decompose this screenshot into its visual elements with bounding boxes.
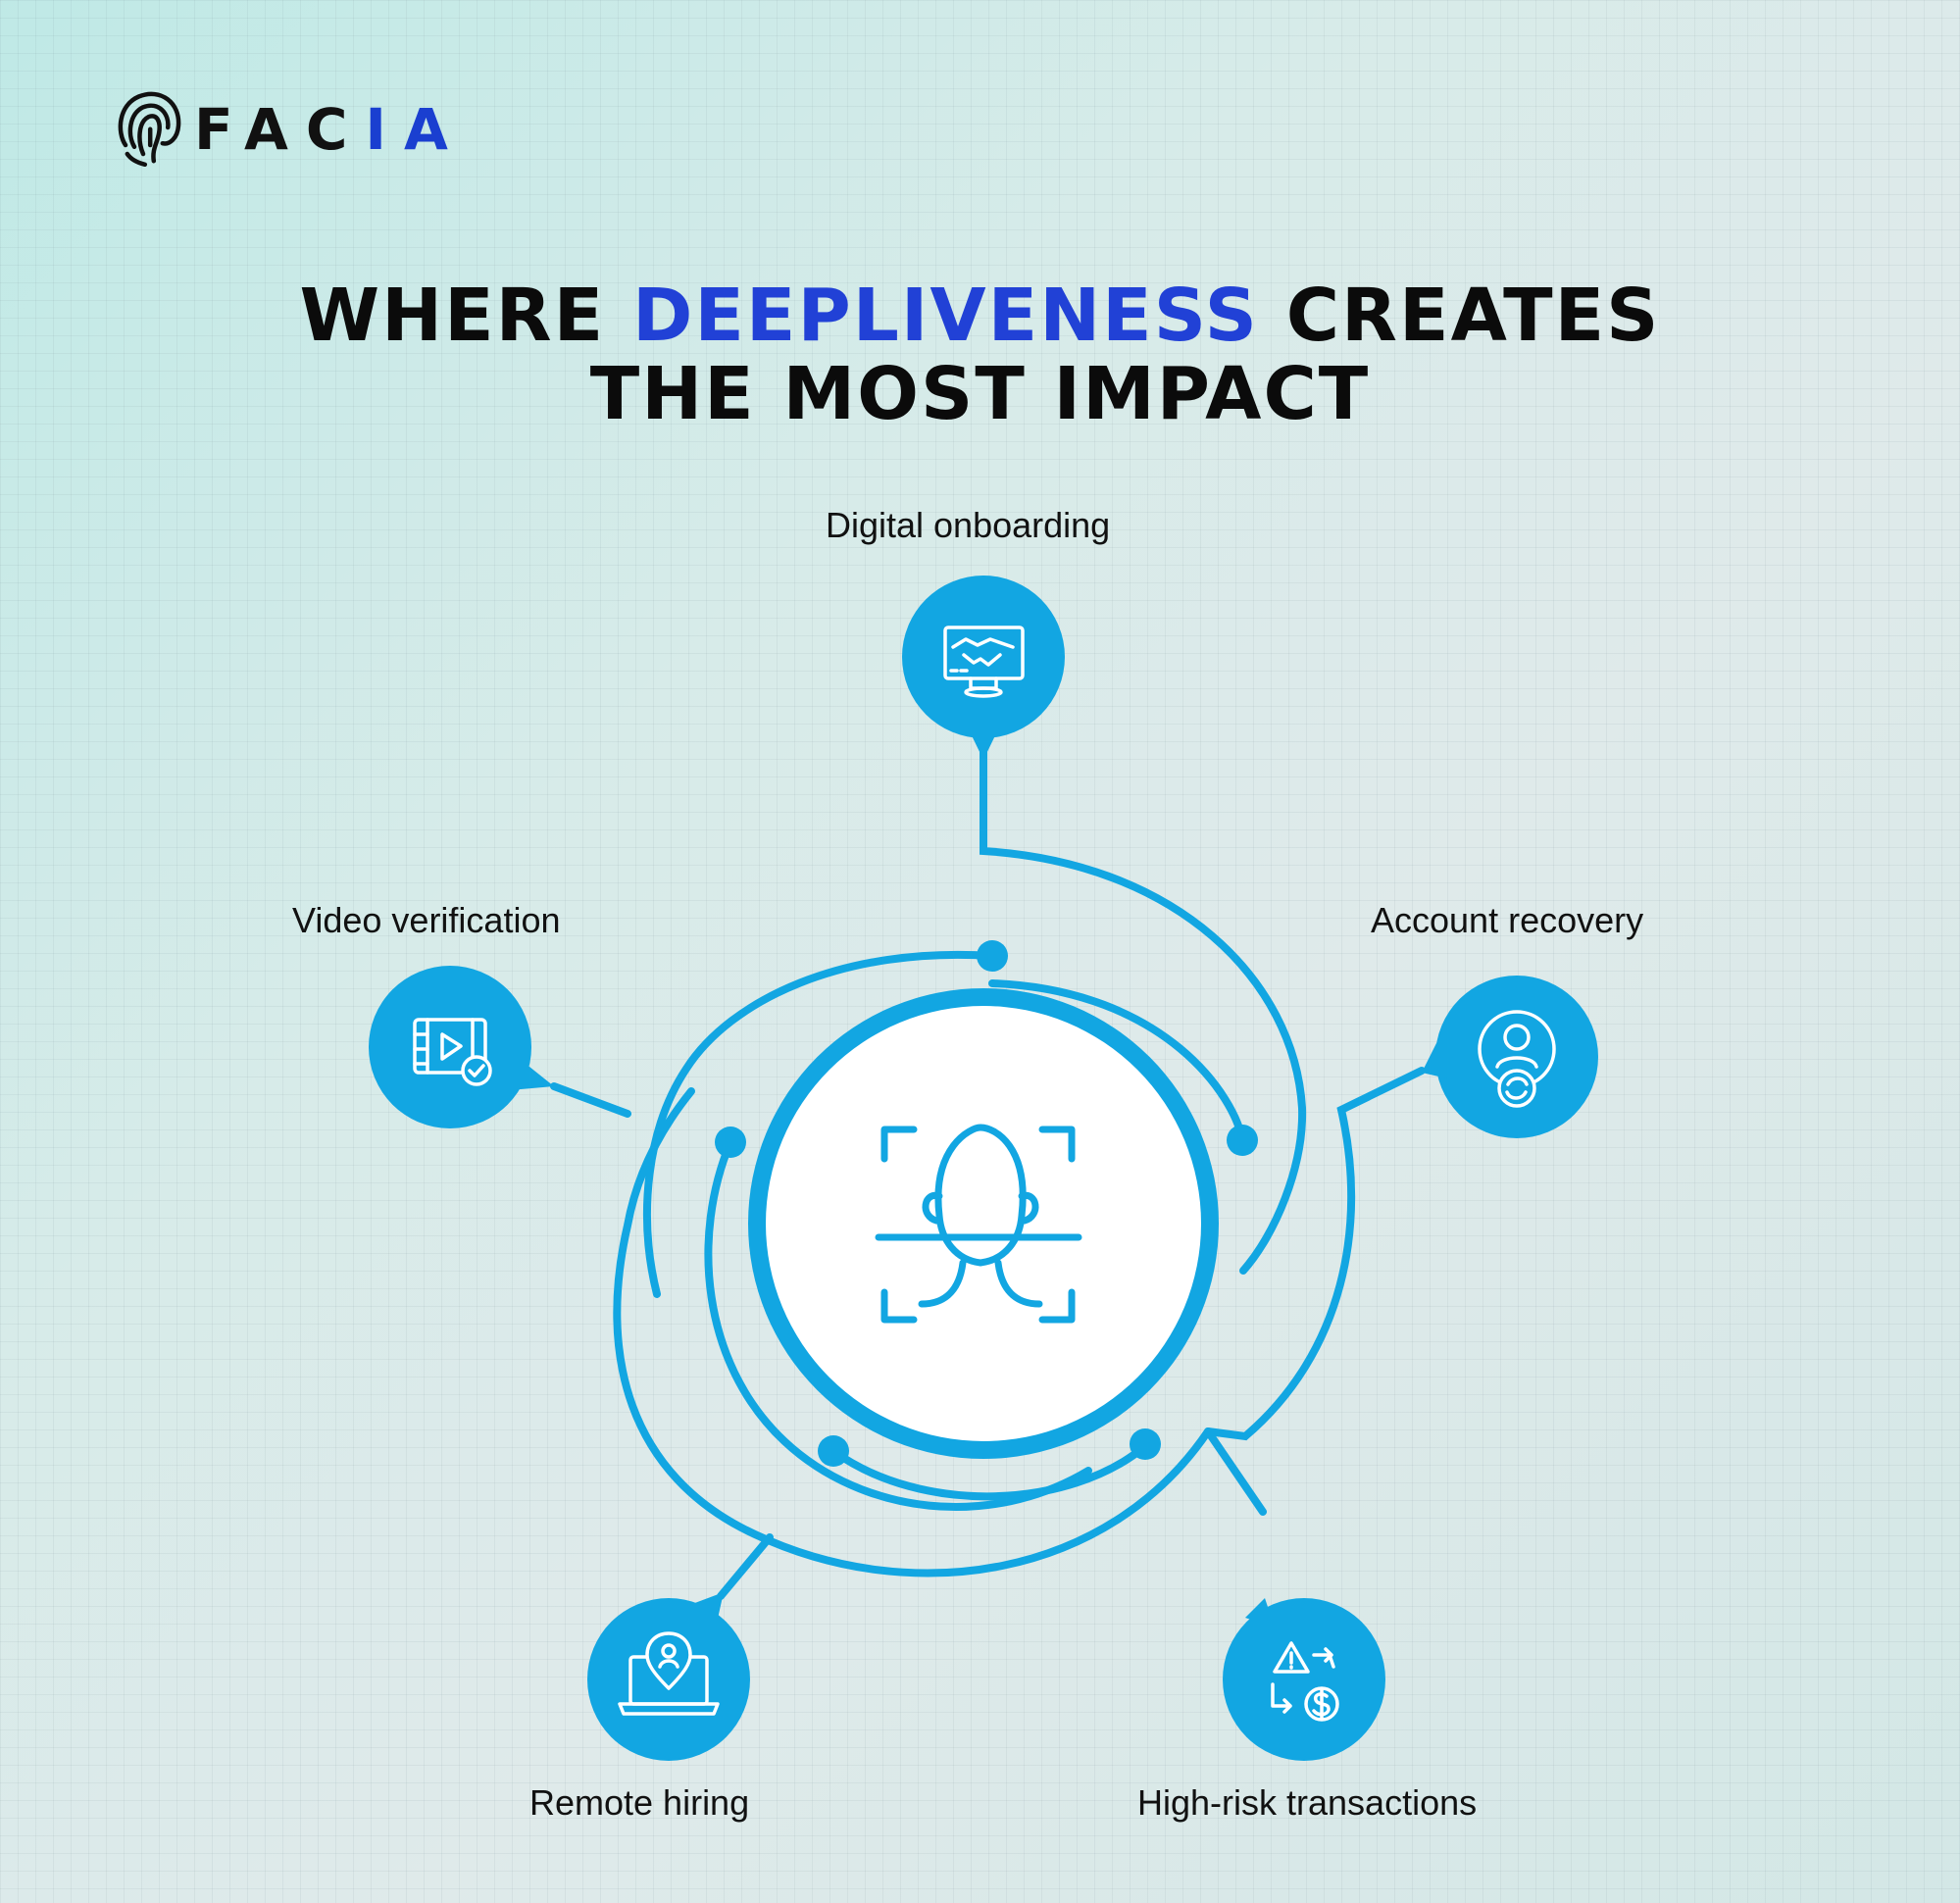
inner-arc-left <box>704 1138 1092 1512</box>
headline-line-1: WHERE DEEPLIVENESS CREATES <box>299 274 1661 358</box>
connector-account-recovery <box>1204 1067 1426 1441</box>
fingerprint-icon <box>118 91 181 168</box>
label-video-verification: Video verification <box>292 900 561 940</box>
node-dot-4 <box>818 1435 849 1467</box>
connector-digital-onboarding <box>980 741 1307 1275</box>
headline-highlight: DEEPLIVENESS <box>631 274 1259 358</box>
label-digital-onboarding: Digital onboarding <box>826 505 1111 545</box>
face-scan-icon <box>875 1124 1082 1324</box>
center-disc <box>766 1006 1201 1441</box>
node-dot-5 <box>1130 1428 1161 1460</box>
inner-arc-right <box>988 979 1246 1144</box>
video-check-icon <box>413 1018 492 1086</box>
node-dot-3 <box>715 1127 746 1158</box>
user-refresh-icon <box>1478 1010 1556 1108</box>
outer-ring-arc <box>613 1087 1212 1577</box>
node-high-risk-transactions <box>1223 1598 1385 1761</box>
label-high-risk-transactions: High-risk transactions <box>1137 1782 1478 1823</box>
node-dot-2 <box>1227 1125 1258 1156</box>
handshake-monitor-icon <box>943 626 1025 698</box>
node-account-recovery <box>1422 976 1598 1138</box>
brand-wordmark: FACIA <box>194 96 466 163</box>
inner-arc-bottom <box>829 1442 1149 1501</box>
node-dot-1 <box>977 940 1008 972</box>
label-remote-hiring: Remote hiring <box>529 1782 750 1823</box>
alert-dollar-exchange-icon <box>1271 1641 1339 1722</box>
node-digital-onboarding <box>902 576 1065 760</box>
facia-logo <box>118 91 181 168</box>
headline-line-2: THE MOST IMPACT <box>589 352 1371 436</box>
node-remote-hiring <box>587 1592 750 1761</box>
laptop-location-user-icon <box>618 1631 720 1716</box>
connector-remote-hiring <box>717 1533 774 1600</box>
node-video-verification <box>369 966 554 1128</box>
inner-arc-top <box>643 950 996 1298</box>
connector-video-verification <box>550 1082 631 1118</box>
connector-high-risk-transactions <box>1204 1427 1267 1516</box>
label-account-recovery: Account recovery <box>1371 900 1644 940</box>
